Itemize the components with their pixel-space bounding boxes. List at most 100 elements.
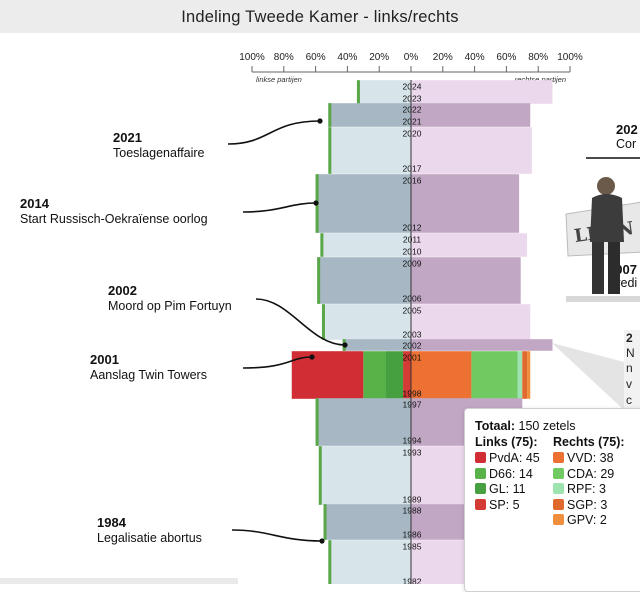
annotation-year: 2021 bbox=[113, 130, 142, 145]
side-text-fragment: c bbox=[626, 393, 632, 407]
bar-segment-gpv bbox=[527, 351, 531, 399]
bar-right-2002 bbox=[411, 339, 553, 351]
annotation-text: Legalisatie abortus bbox=[97, 531, 202, 545]
x-tick-label: 20% bbox=[433, 52, 453, 63]
tooltip-legend-item: GPV: 2 bbox=[553, 513, 607, 528]
bar-edge-1982 bbox=[328, 540, 332, 584]
legend-label: GL: 11 bbox=[489, 482, 526, 496]
annotation-text: Toeslagenaffaire bbox=[113, 146, 205, 160]
annotation-dot bbox=[313, 200, 319, 206]
right-annotation-text: Cor bbox=[616, 137, 637, 151]
year-label: 2021 bbox=[403, 117, 422, 127]
legend-swatch bbox=[553, 498, 564, 510]
legend-label: SP: 5 bbox=[489, 497, 520, 512]
legend-label: PvdA: 45 bbox=[489, 451, 540, 465]
annotation-connector bbox=[255, 298, 346, 346]
x-tick-label: 0% bbox=[404, 52, 419, 63]
annotation-connector bbox=[227, 120, 321, 145]
tooltip-legend-item: RPF: 3 bbox=[553, 482, 606, 497]
legend-swatch bbox=[553, 483, 564, 494]
tooltip-legend-item: GL: 11 bbox=[475, 482, 526, 497]
legend-swatch bbox=[475, 483, 486, 494]
year-label: 2011 bbox=[403, 235, 422, 245]
bar-segment-sp bbox=[403, 351, 411, 399]
right-axis-caption: rechtse partijen bbox=[515, 75, 566, 84]
x-tick-label: 20% bbox=[369, 52, 389, 63]
bar-edge-2010 bbox=[320, 233, 324, 257]
left-axis-caption: linkse partijen bbox=[256, 75, 302, 84]
annotation-connector bbox=[231, 529, 323, 542]
tooltip-legend-item: CDA: 29 bbox=[553, 467, 614, 482]
x-tick-label: 100% bbox=[557, 52, 583, 63]
bar-edge-1989 bbox=[318, 446, 322, 505]
legend-label: RPF: 3 bbox=[567, 482, 606, 496]
title-band bbox=[0, 0, 640, 33]
year-label: 1993 bbox=[403, 448, 422, 458]
legend-label: SGP: 3 bbox=[567, 497, 608, 512]
bar-edge-2003 bbox=[321, 304, 325, 340]
annotation-text: Moord op Pim Fortuyn bbox=[108, 299, 232, 313]
bar-right-2012 bbox=[411, 174, 520, 233]
legend-swatch bbox=[553, 452, 564, 463]
annotation-year: 1984 bbox=[97, 515, 126, 530]
bar-edge-2021 bbox=[328, 103, 332, 127]
legend-label: D66: 14 bbox=[489, 466, 533, 481]
bar-left-2012 bbox=[315, 174, 411, 233]
annotation-text: Aanslag Twin Towers bbox=[90, 368, 207, 382]
right-annotation-year: 202 bbox=[616, 122, 638, 137]
bar-segment-pvda bbox=[291, 351, 364, 399]
year-label: 2023 bbox=[403, 94, 422, 104]
side-text-fragment: 2 bbox=[626, 331, 633, 345]
side-text-fragment: N bbox=[626, 346, 635, 360]
tooltip-legend-item: D66: 14 bbox=[475, 467, 533, 482]
year-label: 1982 bbox=[403, 577, 422, 585]
year-label: 2010 bbox=[403, 247, 422, 257]
bar-right-2010 bbox=[411, 233, 528, 257]
legend-label: VVD: 38 bbox=[567, 451, 614, 465]
tooltip-right-heading: Rechts (75): bbox=[553, 435, 625, 449]
year-label: 2006 bbox=[403, 294, 422, 304]
bottom-strip bbox=[0, 578, 238, 584]
bar-left-1982 bbox=[328, 540, 411, 584]
tooltip: Totaal: 150 zetels Links (75): Rechts (7… bbox=[464, 408, 640, 592]
legend-swatch bbox=[553, 467, 564, 479]
year-label: 2001 bbox=[403, 353, 422, 363]
businessman-photo: LEHN bbox=[564, 172, 640, 302]
legend-swatch bbox=[475, 498, 486, 510]
bar-left-2017 bbox=[328, 127, 411, 174]
annotation-year: 2002 bbox=[108, 283, 137, 298]
x-tick-label: 40% bbox=[337, 52, 357, 63]
bar-right-2017 bbox=[411, 127, 532, 174]
tooltip-left-heading: Links (75): bbox=[475, 435, 538, 449]
tooltip-legend-item: SP: 5 bbox=[475, 498, 520, 513]
year-label: 2012 bbox=[403, 223, 422, 233]
year-label: 2016 bbox=[403, 176, 422, 186]
tooltip-legend-item: SGP: 3 bbox=[553, 498, 607, 513]
annotation-connector bbox=[242, 202, 317, 213]
bar-segment-rpf bbox=[517, 351, 523, 399]
year-label: 1985 bbox=[403, 542, 422, 552]
annotation-dot bbox=[309, 354, 315, 360]
x-tick-label: 80% bbox=[528, 52, 548, 63]
bar-edge-2017 bbox=[328, 127, 332, 174]
year-label: 1986 bbox=[403, 530, 422, 540]
tooltip-legend-item: VVD: 38 bbox=[553, 451, 614, 466]
bar-left-2010 bbox=[320, 233, 411, 257]
year-label: 1988 bbox=[403, 506, 422, 516]
bar-segment-cda bbox=[471, 351, 518, 399]
x-tick-label: 60% bbox=[496, 52, 516, 63]
bar-edge-2023 bbox=[356, 80, 360, 104]
bar-left-2002 bbox=[342, 339, 411, 351]
legend-swatch bbox=[475, 452, 486, 463]
year-label: 2017 bbox=[403, 164, 422, 174]
annotation-text: Start Russisch-Oekraïense oorlog bbox=[20, 212, 208, 226]
year-label: 1989 bbox=[403, 495, 422, 505]
x-tick-label: 60% bbox=[306, 52, 326, 63]
side-text-fragment: n bbox=[626, 361, 633, 375]
annotation-dot bbox=[342, 342, 348, 348]
legend-swatch bbox=[553, 514, 564, 525]
bar-left-2006 bbox=[317, 257, 411, 304]
year-label: 2005 bbox=[403, 306, 422, 316]
bar-left-1989 bbox=[318, 446, 411, 505]
year-label: 2002 bbox=[403, 341, 422, 351]
